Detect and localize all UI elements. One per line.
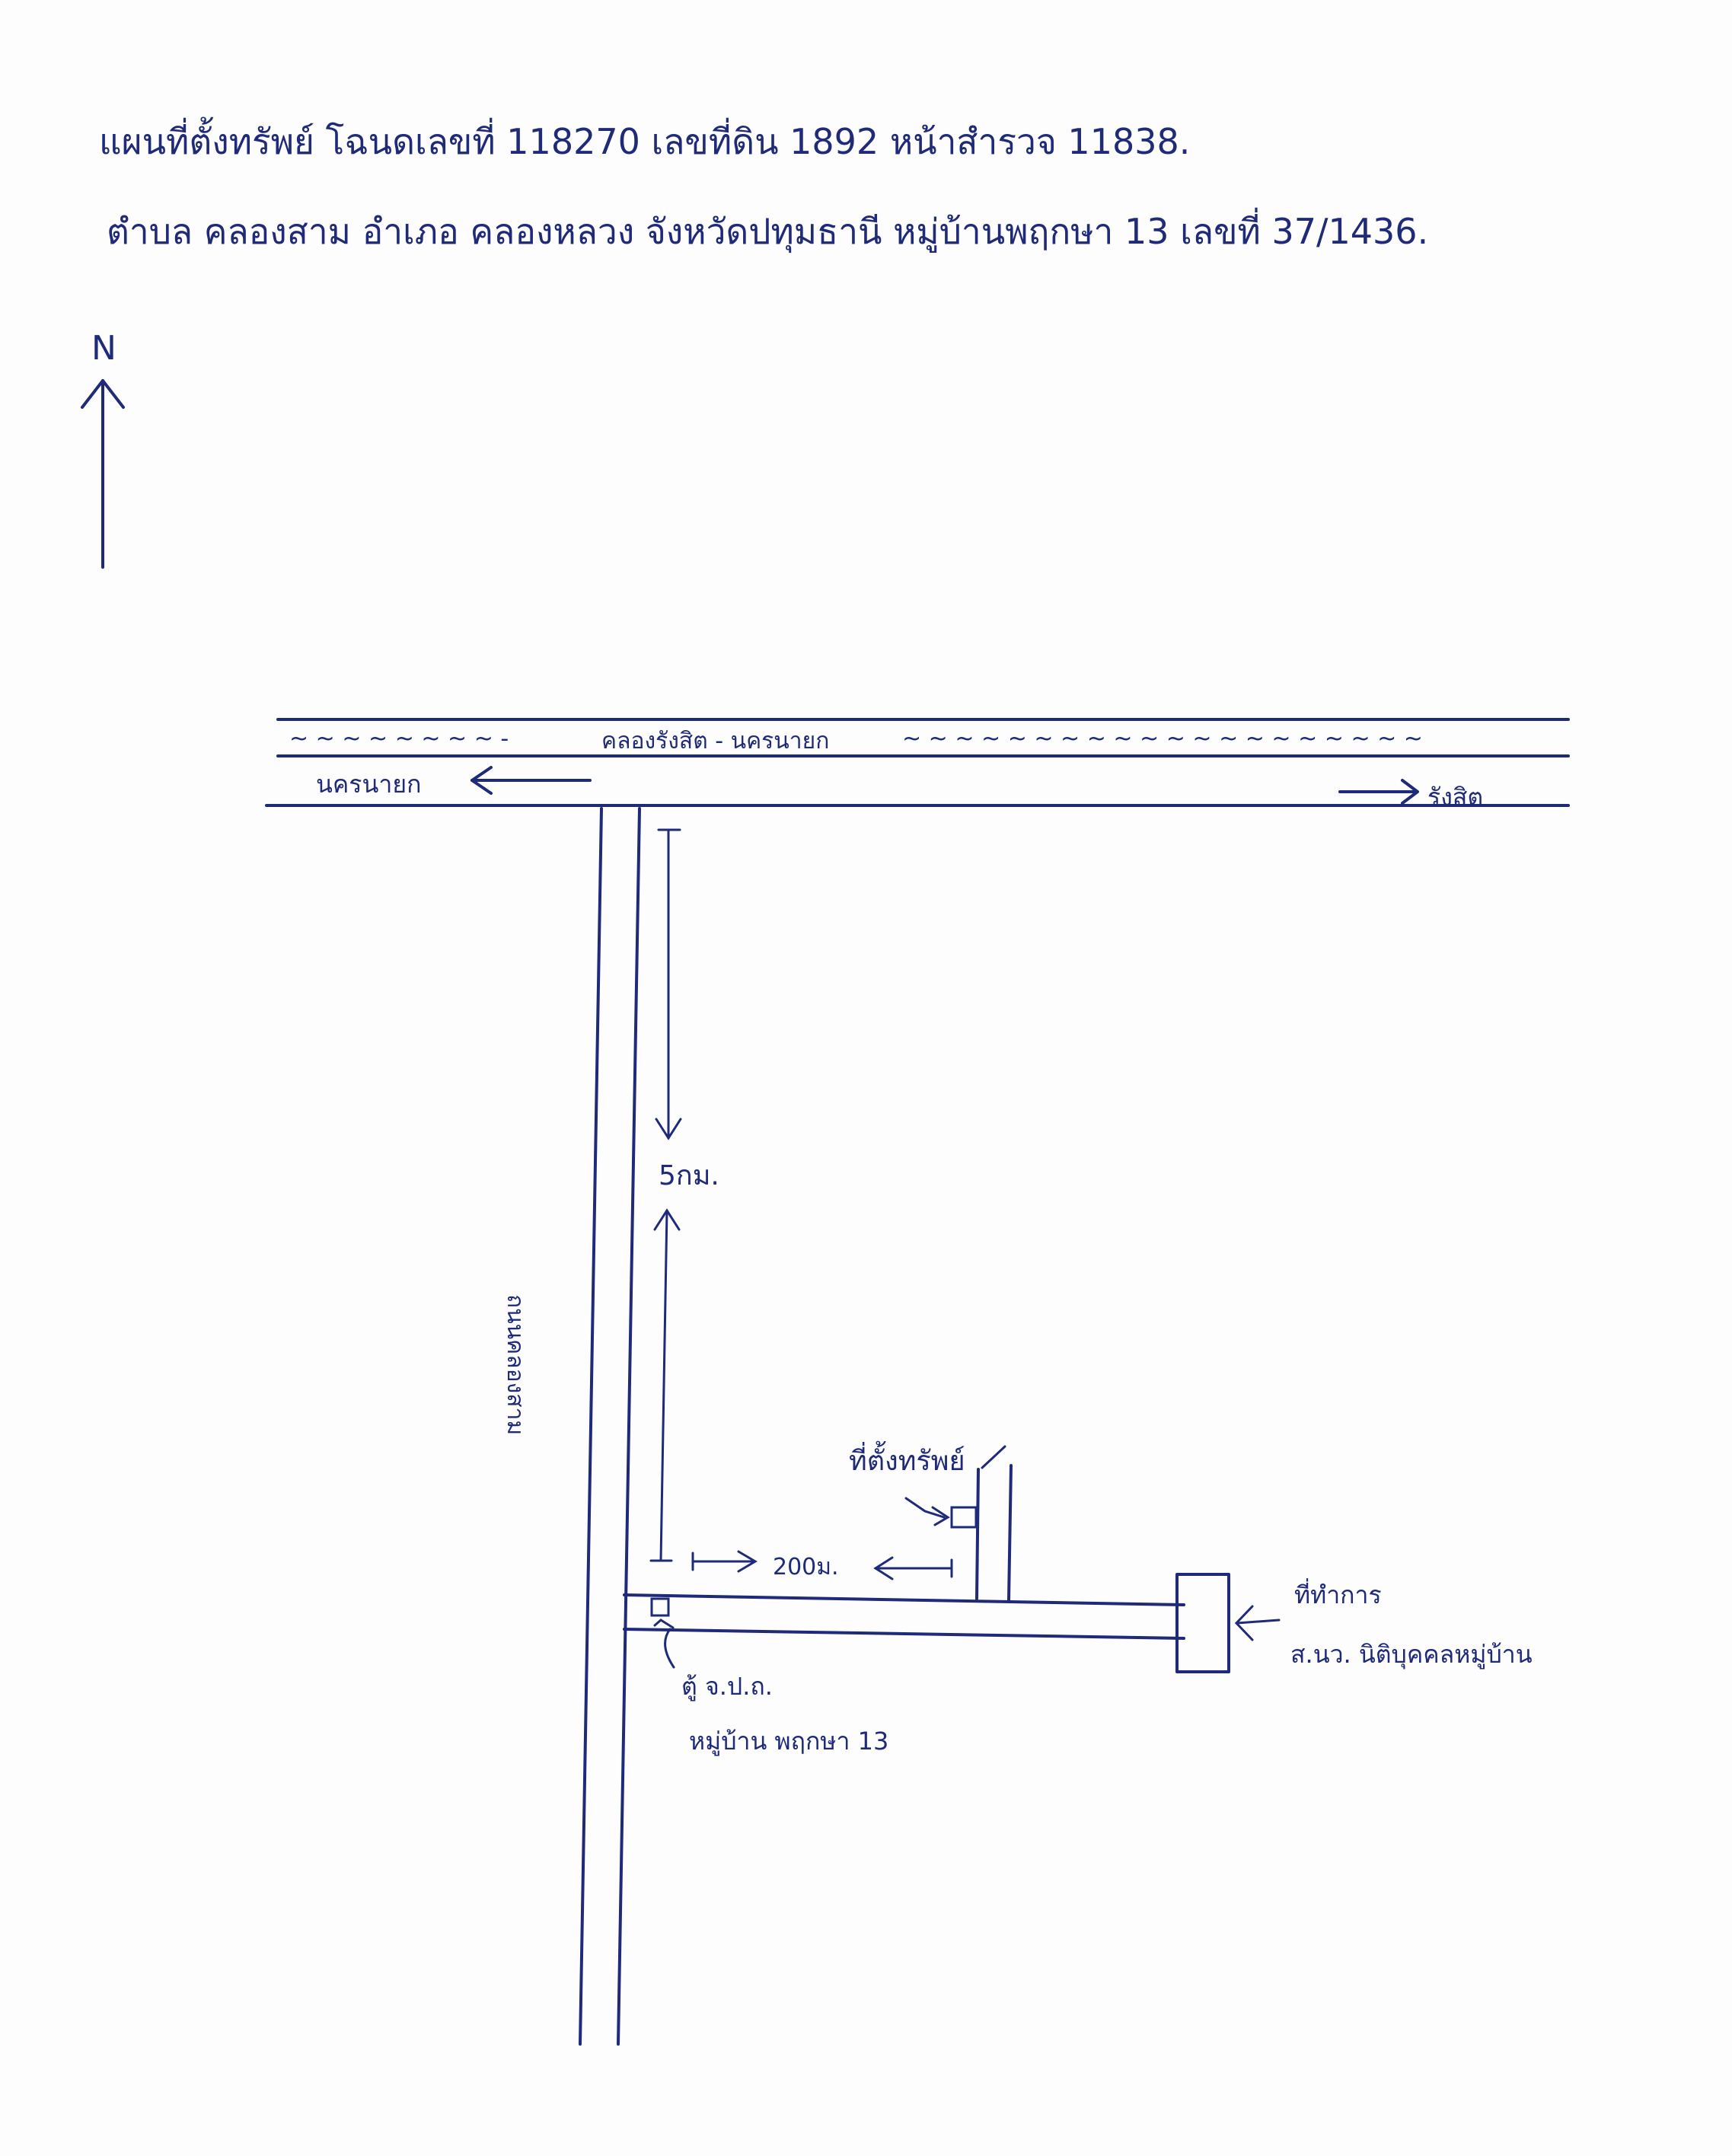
arrow-west-icon — [470, 766, 592, 795]
west-destination-label: นครนายก — [316, 770, 422, 799]
property-lane — [975, 1445, 1013, 1602]
property-marker — [904, 1497, 978, 1529]
office-label-line-2: ส.นว. นิติบุคคลหมู่บ้าน — [1290, 1640, 1533, 1669]
east-destination-label: รังสิต — [1427, 783, 1484, 812]
north-arrow-icon — [81, 379, 125, 569]
security-booth-marker — [650, 1597, 675, 1669]
distance-5km-label: 5กม. — [659, 1160, 719, 1191]
distance-5km-arrows — [649, 828, 682, 1562]
booth-label-line-2: หมู่บ้าน พฤกษา 13 — [689, 1727, 889, 1756]
canal: ~ ~ ~ ~ ~ ~ ~ ~ - ~ ~ ~ ~ ~ ~ ~ ~ ~ ~ ~ … — [276, 718, 1570, 757]
distance-200m-label: 200ม. — [773, 1554, 839, 1580]
office-label-line-1: ที่ทำการ — [1294, 1580, 1382, 1609]
header-line-1: แผนที่ตั้งทรัพย์ โฉนดเลขที่ 118270 เลขที… — [99, 121, 1191, 162]
canal-label: คลองรังสิต - นครนายก — [601, 728, 830, 754]
svg-text:~ ~ ~ ~ ~ ~ ~ ~ ~ ~ ~ ~ ~ ~ ~: ~ ~ ~ ~ ~ ~ ~ ~ ~ ~ ~ ~ ~ ~ ~ ~ ~ ~ ~ ~ — [902, 726, 1423, 752]
vertical-road-label: ถนนคลองสาม — [502, 1294, 528, 1436]
arrow-east-icon — [1338, 779, 1419, 805]
svg-text:~ ~ ~ ~ ~ ~ ~ ~ -: ~ ~ ~ ~ ~ ~ ~ ~ - — [289, 726, 509, 752]
booth-label-line-1: ตู้ จ.ป.ถ. — [681, 1672, 773, 1701]
vertical-road — [579, 807, 641, 2046]
side-road — [623, 1593, 1185, 1640]
office-building-box — [1175, 1573, 1281, 1673]
header-line-2: ตำบล คลองสาม อำเภอ คลองหลวง จังหวัดปทุมธ… — [107, 211, 1429, 252]
distance-200m-arrows — [691, 1550, 953, 1580]
compass-north-label: N — [91, 329, 116, 368]
property-location-label: ที่ตั้งทรัพย์ — [849, 1446, 965, 1477]
